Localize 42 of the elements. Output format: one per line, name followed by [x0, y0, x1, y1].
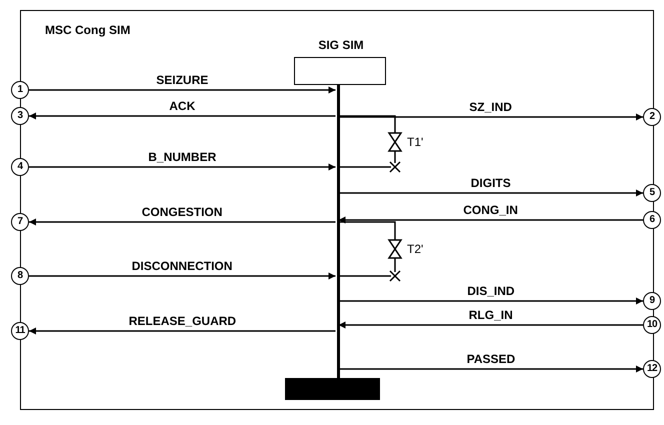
message-arrow — [29, 218, 336, 226]
message-label: RLG_IN — [466, 308, 515, 322]
gate-number: 1 — [11, 81, 29, 99]
gate-number: 7 — [11, 213, 29, 231]
message-arrow — [29, 164, 336, 170]
gate-number: 4 — [11, 158, 29, 176]
message-label: ACK — [167, 99, 198, 113]
message-label: RELEASE_GUARD — [126, 314, 238, 328]
instance-name: SIG SIM — [317, 38, 365, 52]
gate-number: 5 — [643, 184, 661, 202]
message-label: DISCONNECTION — [130, 259, 234, 273]
message-arrow — [29, 86, 336, 94]
gate-number: 9 — [643, 292, 661, 310]
gate-number: 2 — [643, 108, 661, 126]
instance-end-bar — [285, 378, 380, 400]
message-label: DIGITS — [468, 176, 513, 190]
message-label: B_NUMBER — [146, 150, 218, 164]
message-arrow — [29, 112, 336, 120]
message-arrow — [29, 328, 336, 334]
message-label: CONGESTION — [140, 205, 224, 219]
gate-number: 6 — [643, 211, 661, 229]
message-arrow — [338, 366, 643, 372]
gate-number: 12 — [643, 360, 661, 378]
message-label: DIS_IND — [465, 284, 517, 298]
gate-number: 3 — [11, 107, 29, 125]
gate-number: 8 — [11, 267, 29, 285]
timer-label: T2' — [407, 242, 424, 256]
gate-number: 10 — [643, 316, 661, 334]
message-arrow — [338, 298, 643, 304]
gate-number: 11 — [11, 322, 29, 340]
message-arrow — [29, 272, 336, 280]
message-arrow — [338, 322, 643, 328]
message-label: CONG_IN — [461, 203, 520, 217]
timer-label: T1' — [407, 135, 424, 149]
lifeline — [336, 85, 340, 378]
message-label: SZ_IND — [467, 100, 514, 114]
message-label: PASSED — [464, 352, 518, 366]
message-arrow — [338, 114, 643, 120]
message-label: SEIZURE — [154, 73, 210, 87]
message-arrow — [338, 216, 643, 224]
frame-title: MSC Cong SIM — [45, 23, 130, 37]
message-arrow — [338, 190, 643, 196]
